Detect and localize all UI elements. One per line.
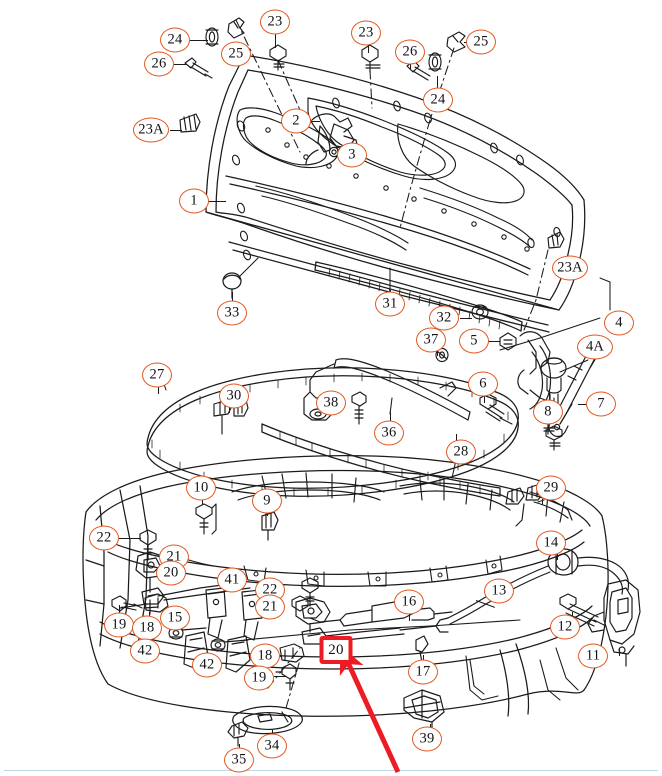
leader-12 [572,612,574,618]
callout-23a[interactable]: 23A [133,117,169,143]
callout-42[interactable]: 42 [192,652,222,678]
callout-11[interactable]: 11 [578,643,608,669]
leader-23A [170,130,182,132]
callout-12[interactable]: 12 [550,614,580,640]
leader-7 [578,404,588,406]
highlighted-callout-20[interactable]: 20 [319,636,353,664]
callout-4[interactable]: 4 [604,310,634,336]
callout-6[interactable]: 6 [468,371,498,397]
leader-27 [158,386,160,394]
leader-10 [202,499,204,505]
callout-23[interactable]: 23 [351,20,381,46]
leader-23a [275,34,277,48]
callout-41[interactable]: 41 [217,567,247,593]
callout-29[interactable]: 29 [536,475,566,501]
leader-22a [119,538,141,540]
callout-7[interactable]: 7 [586,391,616,417]
callout-33[interactable]: 33 [217,300,247,326]
callout-10[interactable]: 10 [186,475,216,501]
leader-24b [437,76,439,88]
callout-3[interactable]: 3 [337,142,367,168]
leader-29 [542,499,544,505]
leader-24 [190,40,208,42]
callout-39[interactable]: 39 [412,726,442,752]
leader-32 [460,318,472,320]
callout-13[interactable]: 13 [484,578,514,604]
callout-32[interactable]: 32 [429,305,459,331]
callout-15[interactable]: 15 [160,605,190,631]
leader-30 [229,407,231,413]
leader-2 [310,121,320,123]
leader-33 [232,292,234,302]
leader-19a [119,605,121,614]
leader-23b [368,45,370,53]
leader-34 [272,730,274,736]
callout-21[interactable]: 21 [255,594,285,620]
callout-4a[interactable]: 4A [577,334,613,360]
callout-22[interactable]: 22 [89,525,119,551]
callout-30[interactable]: 30 [219,383,249,409]
leader-16 [409,613,411,621]
callout-18[interactable]: 18 [250,643,280,669]
leader-18a [149,612,151,618]
leader-37 [437,350,439,356]
callout-23a[interactable]: 23A [552,255,588,281]
callout-27[interactable]: 27 [142,362,172,388]
callout-19[interactable]: 19 [244,665,274,691]
bottom-divider [4,770,658,771]
callout-17[interactable]: 17 [408,659,438,685]
callout-20[interactable]: 20 [156,560,186,586]
callout-26[interactable]: 26 [395,39,425,65]
leader-19b [274,676,286,678]
leader-36 [390,412,392,422]
callout-25[interactable]: 25 [466,29,496,55]
callout-19[interactable]: 19 [104,612,134,638]
callout-38[interactable]: 38 [316,390,346,416]
callout-36[interactable]: 36 [374,420,404,446]
callout-25[interactable]: 25 [221,41,251,67]
callout-24[interactable]: 24 [160,27,190,53]
leader-1 [208,201,226,203]
leader-26b [410,64,412,70]
callout-37[interactable]: 37 [416,327,446,353]
callout-2[interactable]: 2 [281,108,311,134]
callout-9[interactable]: 9 [252,488,282,514]
callout-14[interactable]: 14 [536,530,566,556]
callout-42[interactable]: 42 [130,638,160,664]
callout-8[interactable]: 8 [533,399,563,425]
leader-9 [267,512,269,516]
leader-17 [423,655,425,661]
callout-18[interactable]: 18 [132,615,162,641]
callout-31[interactable]: 31 [375,291,405,317]
leader-26a [174,64,186,66]
leader-35 [239,744,241,750]
leader-8 [549,392,551,402]
callout-24[interactable]: 24 [423,87,453,113]
callout-35[interactable]: 35 [224,747,254,773]
callout-5[interactable]: 5 [459,328,489,354]
callout-34[interactable]: 34 [257,733,287,759]
leader-28 [456,434,458,442]
leader-14 [557,554,559,560]
callout-16[interactable]: 16 [394,589,424,615]
leader-5 [488,341,500,343]
leader-6 [484,395,486,403]
callout-26[interactable]: 26 [144,51,174,77]
callout-23[interactable]: 23 [260,9,290,35]
callout-28[interactable]: 28 [446,439,476,465]
leader-11 [619,648,621,656]
callout-1[interactable]: 1 [179,188,209,214]
